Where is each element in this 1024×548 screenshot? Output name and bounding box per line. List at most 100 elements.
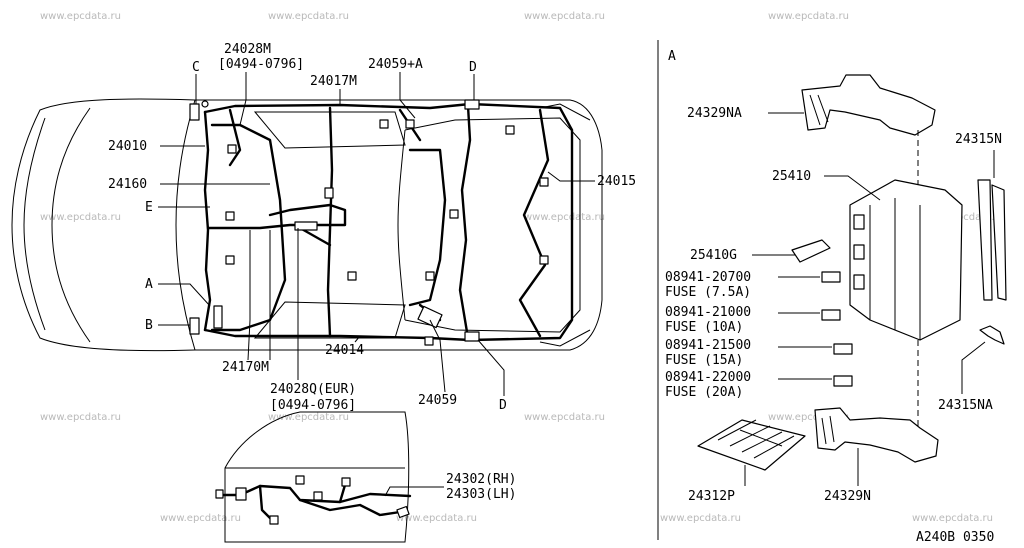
connector [505, 125, 515, 135]
leader-line [239, 72, 247, 126]
cover-detail [809, 94, 829, 126]
watermark: www.epcdata.ru [524, 11, 605, 22]
part-label-24170m: 24170M [222, 360, 269, 375]
connector [225, 255, 235, 265]
connector [424, 336, 434, 346]
watermark: www.epcdata.ru [268, 11, 349, 22]
pad-24312p [697, 419, 806, 471]
fuse-puller-25410g [791, 239, 831, 263]
connector [464, 331, 480, 342]
detail-a-fuse-block: A 24329NA 25410 24315N 24315NA 25410G 08… [665, 49, 1007, 504]
ground-terminal [201, 100, 209, 108]
door-wire [338, 483, 347, 504]
car-body-outline [11, 98, 603, 352]
part-label-08941-22000: 08941-22000 [665, 370, 751, 385]
connector [215, 489, 224, 499]
ref-label-d-top: D [469, 60, 477, 75]
connector [405, 119, 415, 129]
watermark: www.epcdata.ru [912, 513, 993, 524]
diagram-code: A240B 0350 [916, 530, 994, 545]
fuse-15a [833, 343, 853, 355]
fuse-label-15a: FUSE (15A) [665, 353, 743, 368]
connector [235, 487, 247, 501]
ref-label-a: A [145, 277, 153, 292]
fuse-block-25410 [849, 179, 963, 341]
watermark: www.epcdata.ru [924, 212, 1005, 223]
watermark: www.epcdata.ru [268, 412, 349, 423]
part-label-24329na: 24329NA [687, 106, 742, 121]
connector [295, 475, 305, 485]
harness-connectors [189, 99, 549, 346]
upper-cover-24329na [801, 74, 936, 136]
connector [449, 209, 459, 219]
connector [294, 221, 318, 231]
watermark: www.epcdata.ru [524, 212, 605, 223]
door-harness-inset: 24302(RH) 24303(LH) [215, 411, 516, 543]
watermark: www.epcdata.ru [40, 412, 121, 423]
watermark: www.epcdata.ru [768, 412, 849, 423]
connector [225, 211, 235, 221]
connector [189, 317, 200, 335]
fuse-block-detail [869, 198, 921, 340]
watermark: www.epcdata.ru [524, 412, 605, 423]
bracket-24315n [977, 179, 993, 301]
connector [417, 305, 443, 329]
ref-label-e: E [145, 200, 153, 215]
part-label-24028m: 24028M [224, 42, 271, 57]
connector [396, 505, 410, 519]
connector [539, 177, 549, 187]
leader-line [247, 230, 251, 361]
door-panel-outline [224, 411, 410, 543]
part-label-24302: 24302(RH) [446, 472, 516, 487]
ref-label-b: B [145, 318, 153, 333]
connector [213, 305, 223, 329]
part-label-24303: 24303(LH) [446, 487, 516, 502]
leader-line [429, 319, 446, 393]
bracket-24315n [991, 184, 1007, 301]
part-label-08941-21000: 08941-21000 [665, 305, 751, 320]
pad-grid [717, 419, 795, 459]
part-range-24028q: [0494-0796] [270, 398, 356, 413]
connector [341, 477, 351, 487]
part-label-24010: 24010 [108, 139, 147, 154]
part-label-24315na: 24315NA [938, 398, 993, 413]
leader-line [384, 486, 444, 497]
fuse-10a [821, 309, 841, 321]
part-label-24059a: 24059+A [368, 57, 423, 72]
connector [189, 103, 200, 121]
part-label-24315n: 24315N [955, 132, 1002, 147]
part-label-08941-20700: 08941-20700 [665, 270, 751, 285]
lower-cover-24329n [814, 407, 939, 463]
door-wire [298, 498, 402, 517]
ref-label-d-bottom: D [499, 398, 507, 413]
door-wire [258, 484, 274, 522]
part-range-24028m: [0494-0796] [218, 57, 304, 72]
watermark: www.epcdata.ru [768, 11, 849, 22]
cover-detail [821, 415, 835, 445]
leader-line [158, 283, 211, 307]
watermark: www.epcdata.ru [660, 513, 741, 524]
part-label-24160: 24160 [108, 177, 147, 192]
part-label-24312p: 24312P [688, 489, 735, 504]
fuse-label-10a: FUSE (10A) [665, 320, 743, 335]
connector [425, 271, 435, 281]
connector [539, 255, 549, 265]
connector [379, 119, 389, 129]
part-label-24017m: 24017M [310, 74, 357, 89]
clip-24315na [979, 325, 1005, 345]
part-label-24028q: 24028Q(EUR) [270, 382, 356, 397]
connector [324, 187, 334, 199]
watermark: www.epcdata.ru [40, 11, 121, 22]
connector [347, 271, 357, 281]
leader-line [961, 341, 986, 394]
detail-ref-a: A [668, 49, 676, 64]
fuse-socket [853, 244, 865, 260]
part-label-25410g: 25410G [690, 248, 737, 263]
watermark: www.epcdata.ru [40, 212, 121, 223]
fuse-label-20a: FUSE (20A) [665, 385, 743, 400]
leader-line [824, 175, 881, 201]
leader-line [354, 335, 361, 343]
connector [313, 491, 323, 501]
fuse-20a [833, 375, 853, 387]
